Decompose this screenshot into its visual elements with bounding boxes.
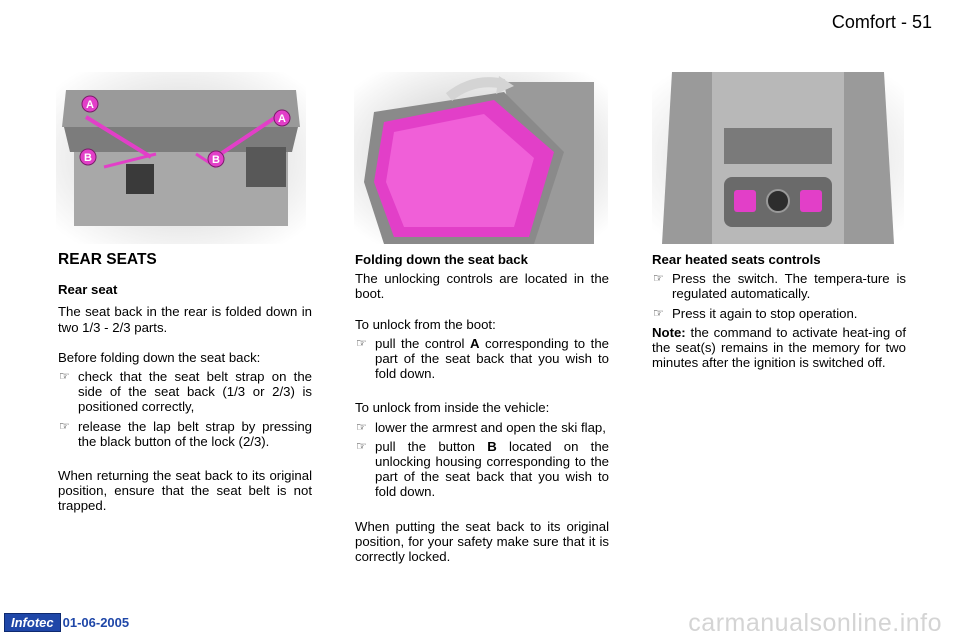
bullet-text: pull the button (375, 438, 488, 454)
rear-seat-strap-illustration: A A B B (56, 72, 306, 244)
bullet-item: ☞ pull the control A corresponding to th… (355, 336, 609, 382)
button-label-b: B (487, 438, 497, 454)
unlock-boot-title: To unlock from the boot: (355, 316, 496, 332)
bullet-hand-icon: ☞ (356, 335, 367, 350)
page-header: Comfort - 51 (832, 12, 932, 33)
footer: Infotec 01-06-2005 (4, 613, 129, 632)
folding-seat-illustration (354, 72, 608, 244)
bullet-hand-icon: ☞ (356, 419, 367, 434)
paragraph-returning: When returning the seat back to its orig… (58, 468, 312, 514)
section-title: Comfort (831, 12, 896, 32)
callout-a-left: A (86, 99, 94, 111)
bullet-hand-icon: ☞ (653, 305, 664, 320)
bullet-text: check that the seat belt strap on the si… (78, 369, 312, 415)
paragraph-controls-location: The unlocking controls are located in th… (355, 271, 609, 302)
bullet-item: ☞ pull the button B located on the unloc… (355, 439, 609, 500)
heading-heated-seats: Rear heated seats controls (652, 252, 821, 267)
bullet-text: Press the switch. The tempera-ture is re… (672, 271, 906, 302)
subheading-rear-seat: Rear seat (58, 282, 118, 298)
callout-b-left: B (84, 152, 92, 164)
header-separator: - (900, 12, 907, 32)
bullet-text: lower the armrest and open the ski flap, (375, 419, 606, 435)
column-heated-seats: Rear heated seats controls ☞ Press the s… (652, 252, 906, 370)
bullet-text: located on the unlocking housing corresp… (375, 438, 609, 500)
unlock-vehicle-title: To unlock from inside the vehicle: (355, 400, 550, 416)
paragraph-intro: The seat back in the rear is folded down… (58, 304, 312, 335)
heading-rear-seats: REAR SEATS (58, 251, 157, 268)
note-text: the command to activate heat-ing of the … (652, 324, 906, 371)
bullet-text: release the lap belt strap by pressing t… (78, 418, 312, 449)
heading-folding-down: Folding down the seat back (355, 252, 528, 267)
bullet-hand-icon: ☞ (59, 369, 70, 384)
bullet-item: ☞ check that the seat belt strap on the … (58, 369, 312, 415)
heated-seat-controls-illustration (652, 72, 904, 244)
control-label-a: A (470, 335, 480, 351)
watermark: carmanualsonline.info (688, 609, 942, 637)
callout-b-right: B (212, 154, 220, 166)
bullet-text: pull the control (375, 335, 470, 351)
bullet-hand-icon: ☞ (653, 271, 664, 286)
bullet-item: ☞ Press it again to stop operation. (652, 306, 906, 321)
column-rear-seats: REAR SEATS Rear seat The seat back in th… (58, 252, 312, 514)
page-number: 51 (911, 12, 932, 32)
edition-date: 01-06-2005 (62, 615, 130, 630)
bullet-hand-icon: ☞ (59, 418, 70, 433)
bullet-item: ☞ lower the armrest and open the ski fla… (355, 420, 609, 435)
paragraph-before-folding: Before folding down the seat back: (58, 349, 261, 365)
bullet-item: ☞ release the lap belt strap by pressing… (58, 419, 312, 449)
note-label: Note: (652, 324, 686, 340)
callout-a-right: A (278, 113, 286, 125)
bullet-item: ☞ Press the switch. The tempera-ture is … (652, 271, 906, 301)
note-paragraph: Note: the command to activate heat-ing o… (652, 325, 906, 371)
bullet-hand-icon: ☞ (356, 438, 367, 453)
paragraph-putting-back: When putting the seat back to its origin… (355, 518, 609, 565)
bullet-text: corresponding to the part of the seat ba… (375, 335, 609, 382)
bullet-text: Press it again to stop operation. (672, 305, 858, 321)
infotec-logo: Infotec (4, 613, 61, 632)
column-folding-down: Folding down the seat back The unlocking… (355, 252, 609, 564)
